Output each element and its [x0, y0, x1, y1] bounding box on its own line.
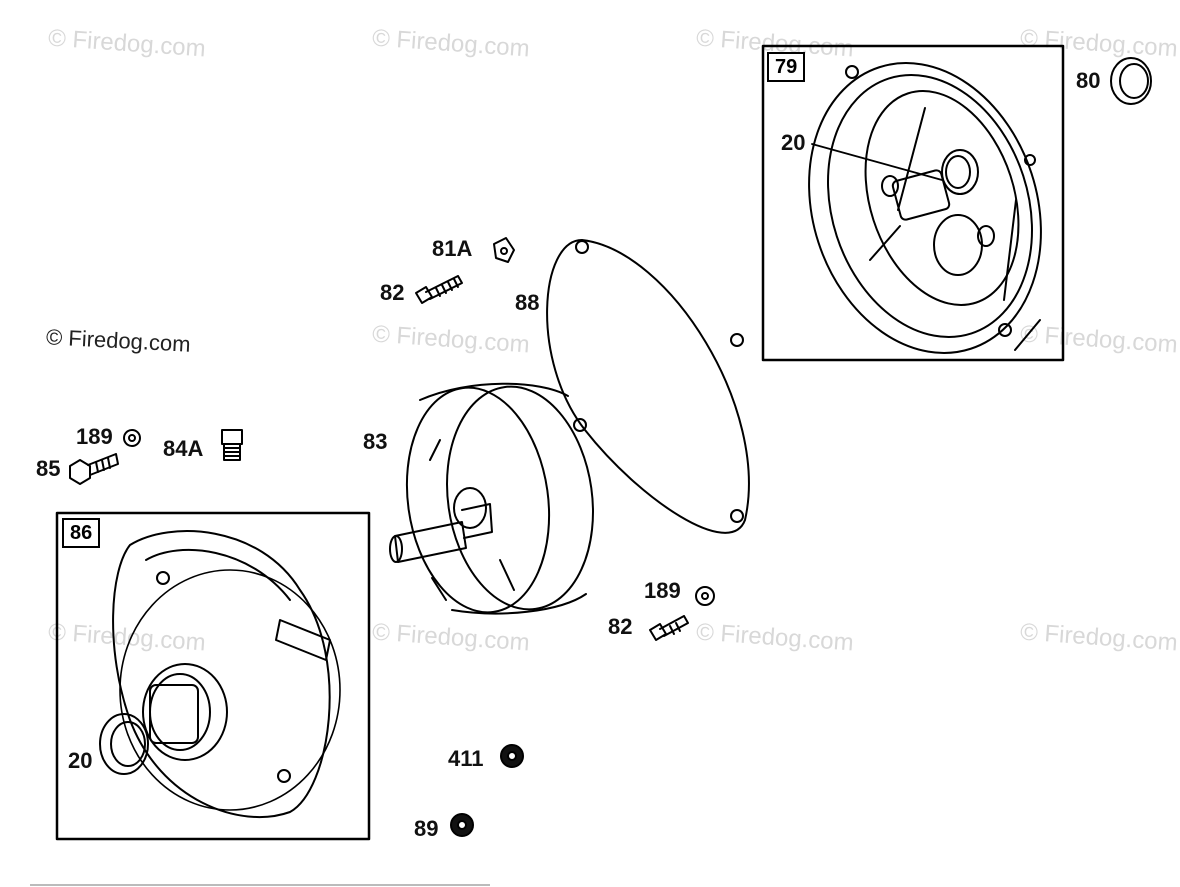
label-82-right: 82: [608, 614, 633, 639]
part-84a-plug: [221, 429, 243, 461]
part-79-cover: [808, 62, 1042, 354]
label-88: 88: [515, 290, 540, 315]
label-83: 83: [363, 429, 388, 454]
label-411: 411: [448, 746, 484, 771]
part-20-seal-bottom: [99, 713, 149, 775]
part-88-gasket: [546, 239, 750, 534]
box-86-tag: 86: [62, 518, 101, 548]
label-89: 89: [414, 816, 439, 841]
part-411-nut: [500, 744, 524, 768]
label-82-top: 82: [380, 280, 405, 305]
part-82-screw-right: [649, 615, 689, 641]
label-80: 80: [1076, 68, 1101, 93]
label-20-top: 20: [781, 130, 806, 155]
part-86-cover: [112, 530, 341, 819]
label-81a: 81A: [432, 236, 473, 261]
box-79-frame: [761, 44, 1065, 362]
part-82-screw-top: [415, 275, 463, 304]
part-80-seal: [1110, 57, 1152, 105]
label-20-bottom: 20: [68, 748, 93, 773]
leader-20-top: [811, 143, 943, 181]
label-189-left: 189: [76, 424, 113, 449]
part-189-washer-left: [123, 429, 141, 447]
label-85: 85: [36, 456, 61, 481]
part-81a-lock: [493, 237, 515, 263]
part-83-housing: [389, 382, 594, 615]
label-189-right: 189: [644, 578, 681, 603]
divider: [30, 884, 490, 886]
label-84a: 84A: [163, 436, 204, 461]
part-85-bolt: [69, 453, 119, 485]
part-189-washer-right: [695, 586, 715, 606]
box-79-tag: 79: [767, 52, 806, 82]
part-89-nut: [450, 813, 474, 837]
box-86-frame: [55, 511, 371, 841]
